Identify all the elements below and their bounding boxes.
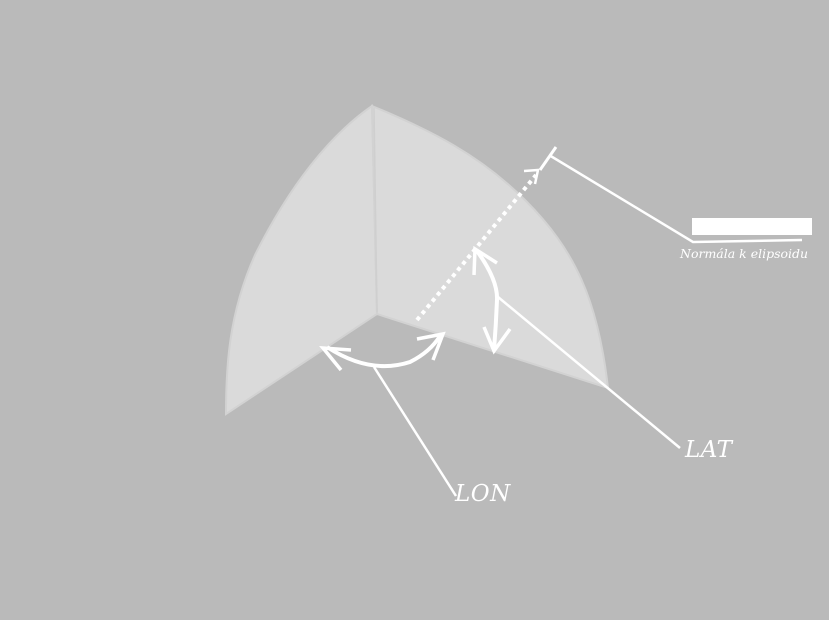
lon-arrowhead-right bbox=[416, 331, 446, 361]
lat-label: LAT bbox=[685, 437, 733, 463]
normal-arrowhead bbox=[523, 168, 540, 185]
lon-angle-arc bbox=[325, 334, 442, 369]
lat-arrowhead-top bbox=[472, 245, 498, 276]
lat-leader-line bbox=[497, 296, 681, 449]
normal-leader-line bbox=[548, 153, 803, 244]
ellipsoid-surface-right bbox=[370, 104, 610, 390]
lat-arrowhead-bottom bbox=[482, 326, 512, 355]
lat-angle-arc bbox=[475, 249, 500, 351]
lon-arrowhead-left bbox=[319, 345, 352, 372]
lon-leader-line bbox=[372, 366, 458, 497]
normal-label: Normála k elipsoidu bbox=[680, 246, 809, 261]
normal-label-box bbox=[692, 218, 812, 235]
meridian-seam bbox=[373, 107, 378, 313]
ellipsoid-surface-left bbox=[224, 104, 379, 416]
lon-label: LON bbox=[455, 481, 511, 507]
normal-tick bbox=[538, 146, 558, 171]
